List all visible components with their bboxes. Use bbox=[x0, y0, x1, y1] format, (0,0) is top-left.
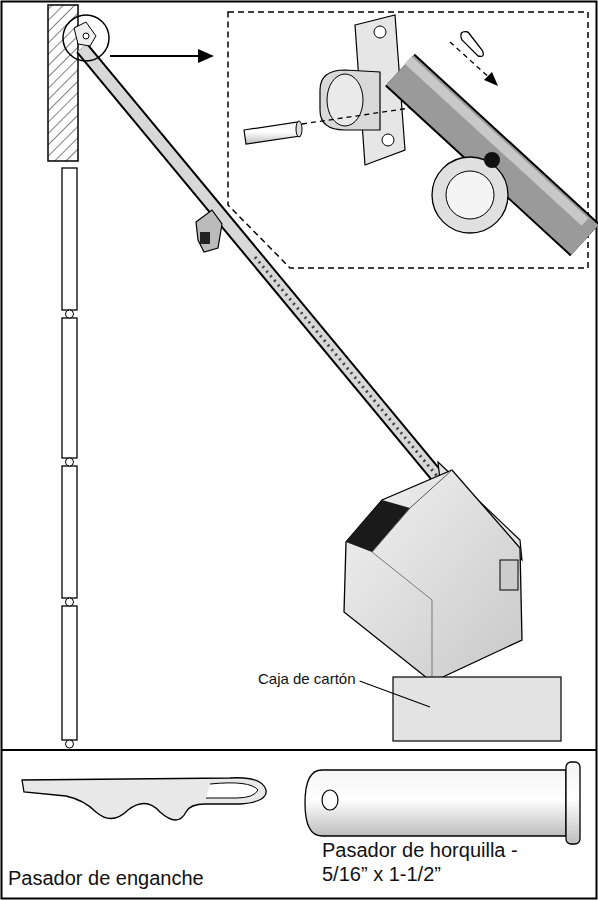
pulley-bolt bbox=[484, 152, 500, 168]
panel-divider bbox=[2, 749, 597, 751]
detail-arrow bbox=[110, 55, 200, 57]
hitch-pin bbox=[22, 778, 266, 820]
part-label: Pasador de horquilla - 5/16” x 1-1/2” bbox=[322, 838, 522, 886]
bracket-hole bbox=[83, 33, 89, 39]
housing-edge bbox=[372, 470, 452, 552]
pulley bbox=[432, 157, 508, 233]
garage-door bbox=[62, 168, 77, 748]
wall-header bbox=[48, 5, 78, 161]
clevis-ear bbox=[327, 74, 363, 126]
arrowhead bbox=[198, 49, 214, 63]
part-label: Pasador de enganche bbox=[8, 866, 204, 890]
leader-line bbox=[360, 681, 430, 707]
motor-housing bbox=[344, 470, 522, 682]
motor-panel bbox=[500, 560, 518, 590]
pin-head bbox=[296, 121, 302, 137]
clevis-pin-head bbox=[566, 762, 580, 844]
trolley-body bbox=[196, 210, 222, 252]
cardboard-box bbox=[393, 677, 561, 741]
bracket-hole bbox=[374, 26, 386, 38]
pin-path bbox=[302, 108, 410, 124]
hitch-pin-body bbox=[22, 778, 266, 820]
header-bracket bbox=[74, 22, 96, 46]
hitch-clip bbox=[461, 32, 483, 57]
detail-inset bbox=[228, 12, 588, 268]
door-hinge bbox=[66, 458, 74, 466]
arrowhead bbox=[484, 72, 498, 86]
door-panel bbox=[62, 466, 77, 598]
clevis-pin bbox=[244, 122, 300, 144]
door-hinge bbox=[66, 310, 74, 318]
rail-end-outline bbox=[400, 70, 585, 240]
part-label: Caja de cartón bbox=[258, 670, 356, 688]
bracket-clevis bbox=[320, 70, 380, 130]
clevis-pin-hole bbox=[322, 790, 338, 810]
trolley-release bbox=[200, 232, 210, 244]
clip-path bbox=[450, 42, 492, 80]
door-panel bbox=[62, 318, 77, 458]
hitch-pin-loop bbox=[206, 783, 258, 798]
motor-cover-dark bbox=[346, 500, 410, 552]
door-hinge bbox=[66, 598, 74, 606]
bracket-hole bbox=[382, 134, 394, 146]
trolley bbox=[196, 210, 222, 252]
inset-frame bbox=[228, 12, 588, 268]
clevis-pin-large bbox=[305, 762, 580, 844]
detail-circle bbox=[63, 15, 109, 61]
pulley-hub bbox=[446, 171, 494, 219]
housing-edge bbox=[372, 552, 432, 682]
clevis-pin-body bbox=[305, 770, 566, 836]
door-panel bbox=[62, 168, 77, 310]
door-panel bbox=[62, 606, 77, 740]
opener-motor bbox=[344, 462, 522, 682]
door-hinge bbox=[66, 740, 74, 748]
rail-end bbox=[400, 70, 585, 240]
